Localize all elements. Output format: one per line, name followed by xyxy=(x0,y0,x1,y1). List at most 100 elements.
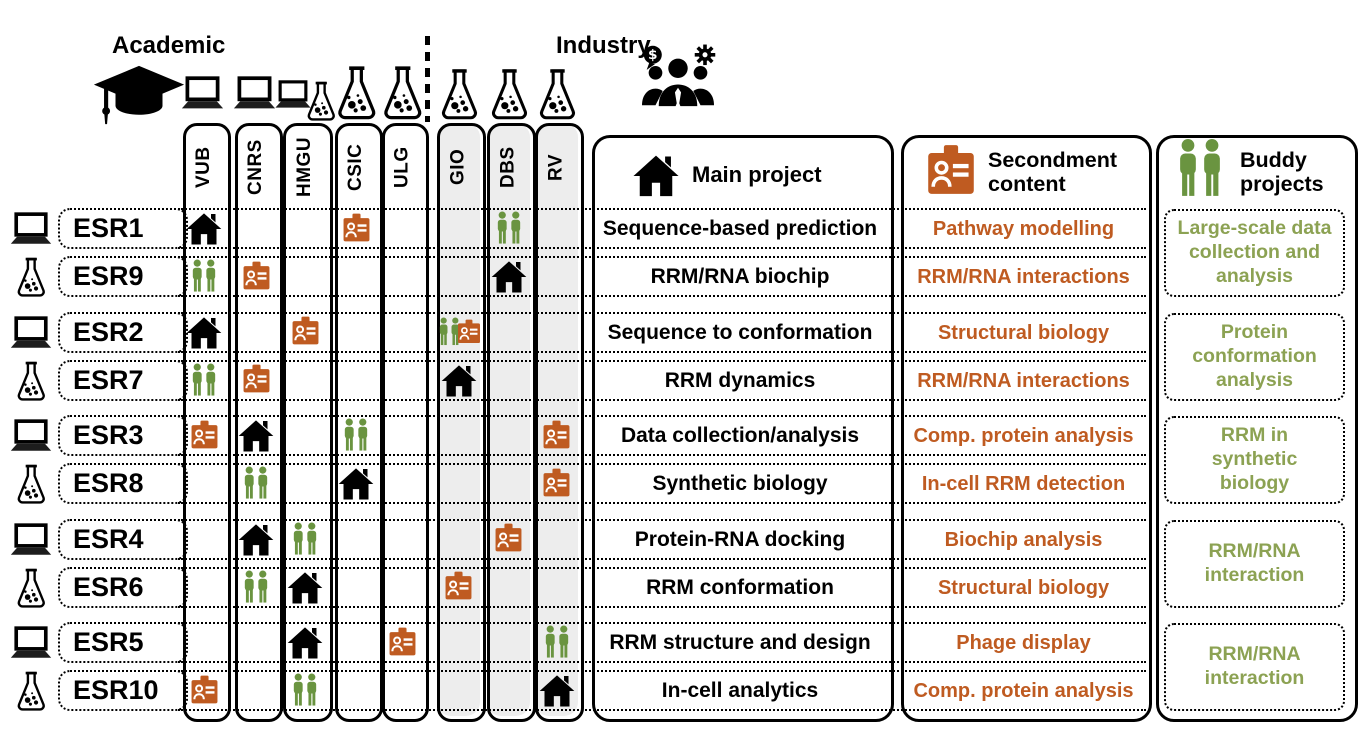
secondment-text-ESR2: Structural biology xyxy=(937,321,1110,344)
row-band-ESR7 xyxy=(178,360,1146,401)
esr-label-ESR6: ESR6 xyxy=(58,567,188,608)
main-project-text-ESR5: RRM structure and design xyxy=(609,631,871,654)
marker-secondment-ESR1-CSIC xyxy=(340,213,373,243)
esr-label-ESR10: ESR10 xyxy=(58,670,188,711)
buddy-project-label-4: RRM/RNA interaction xyxy=(1204,540,1305,586)
main-project-text-ESR6: RRM conformation xyxy=(646,576,834,599)
marker-secondment-ESR9-CNRS xyxy=(240,261,273,291)
buddy-project-box-2: Protein conformation analysis xyxy=(1164,313,1345,401)
column-pill-GIO xyxy=(437,123,486,722)
marker-secondment-ESR4-DBS xyxy=(492,523,525,553)
column-pill-DBS xyxy=(487,123,536,722)
column-discipline-flask-HMGU xyxy=(300,80,342,122)
marker-secondment-ESR2-GIO xyxy=(455,319,483,344)
row-band-ESR8 xyxy=(178,463,1146,504)
marker-buddy-ESR2-GIO xyxy=(434,317,465,346)
row-kind-flask-ESR8 xyxy=(8,463,54,505)
column-label-DBS: DBS xyxy=(497,146,519,188)
column-pill-VUB xyxy=(183,123,231,722)
row-kind-flask-ESR6 xyxy=(8,567,54,609)
row-band-ESR1 xyxy=(178,208,1146,249)
secondment-legend-title: Secondment content xyxy=(988,148,1118,196)
main-project-column-box xyxy=(592,135,894,722)
secondment-text-ESR3: Comp. protein analysis xyxy=(913,424,1134,447)
buddy-legend-title: Buddy projects xyxy=(1240,148,1324,196)
marker-buddy-ESR1-DBS xyxy=(491,211,527,244)
column-pill-RV xyxy=(535,123,584,722)
marker-main-ESR5-HMGU xyxy=(285,623,325,663)
marker-main-ESR4-CNRS xyxy=(236,520,276,560)
column-discipline-flask-GIO xyxy=(432,67,486,121)
home-icon xyxy=(630,150,682,202)
column-discipline-flask-RV xyxy=(530,67,584,121)
industry-group-icon: $ xyxy=(638,44,718,116)
column-discipline-laptop-HMGU xyxy=(273,80,313,110)
buddy-project-label-2: Protein conformation analysis xyxy=(1192,321,1317,391)
buddy-project-box-3: RRM in synthetic biology xyxy=(1164,416,1345,504)
marker-secondment-ESR2-HMGU xyxy=(289,316,322,346)
column-label-GIO: GIO xyxy=(447,148,469,186)
marker-secondment-ESR3-RV xyxy=(540,420,573,450)
graduation-cap-icon xyxy=(92,64,186,128)
column-background-RV xyxy=(535,123,578,716)
secondment-text-ESR1: Pathway modelling xyxy=(932,217,1115,240)
main-project-text-ESR3: Data collection/analysis xyxy=(620,424,860,447)
main-project-text-ESR8: Synthetic biology xyxy=(652,472,828,495)
column-pill-CSIC xyxy=(335,123,383,722)
marker-main-ESR8-CSIC xyxy=(336,464,376,504)
esr-label-ESR1: ESR1 xyxy=(58,208,188,249)
buddy-project-box-1: Large-scale data collection and analysis xyxy=(1164,209,1345,297)
column-pill-CNRS xyxy=(235,123,283,722)
column-discipline-laptop-VUB xyxy=(179,76,226,112)
main-project-text-ESR1: Sequence-based prediction xyxy=(602,217,878,240)
secondment-column-box xyxy=(901,135,1152,722)
main-project-text-ESR2: Sequence to conformation xyxy=(607,321,873,344)
id-badge-icon xyxy=(922,144,980,196)
column-pill-HMGU xyxy=(283,123,333,722)
esr-label-ESR7: ESR7 xyxy=(58,360,188,401)
marker-main-ESR6-HMGU xyxy=(285,568,325,608)
row-band-ESR3 xyxy=(178,415,1146,456)
industry-section-label: Industry xyxy=(556,32,651,59)
esr-label-ESR8: ESR8 xyxy=(58,463,188,504)
row-band-ESR10 xyxy=(178,670,1146,711)
esr-label-ESR3: ESR3 xyxy=(58,415,188,456)
buddy-project-label-3: RRM in synthetic biology xyxy=(1211,424,1298,494)
marker-buddy-ESR3-CSIC xyxy=(338,418,374,451)
row-kind-laptop-ESR4 xyxy=(8,519,54,561)
row-kind-laptop-ESR3 xyxy=(8,415,54,457)
esr-label-ESR2: ESR2 xyxy=(58,312,188,353)
buddy-project-box-5: RRM/RNA interaction xyxy=(1164,623,1345,711)
row-kind-laptop-ESR1 xyxy=(8,208,54,250)
row-band-ESR2 xyxy=(178,312,1146,353)
marker-main-ESR7-GIO xyxy=(439,361,479,401)
buddy-project-label-1: Large-scale data collection and analysis xyxy=(1177,217,1332,287)
buddy-project-box-4: RRM/RNA interaction xyxy=(1164,520,1345,608)
marker-buddy-ESR8-CNRS xyxy=(238,466,274,499)
marker-main-ESR1-VUB xyxy=(184,209,224,249)
academic-section-label: Academic xyxy=(112,32,226,59)
secondment-text-ESR7: RRM/RNA interactions xyxy=(917,369,1130,392)
secondment-text-ESR4: Biochip analysis xyxy=(944,528,1103,551)
main-project-text-ESR7: RRM dynamics xyxy=(664,369,816,392)
marker-buddy-ESR7-VUB xyxy=(186,363,222,396)
marker-secondment-ESR3-VUB xyxy=(188,420,221,450)
row-kind-flask-ESR7 xyxy=(8,360,54,402)
academic-industry-divider xyxy=(425,36,430,122)
marker-buddy-ESR4-HMGU xyxy=(287,522,323,555)
marker-main-ESR9-DBS xyxy=(489,257,529,297)
column-pill-ULG xyxy=(382,123,429,722)
svg-text:$: $ xyxy=(648,47,658,63)
column-label-HMGU: HMGU xyxy=(294,136,315,198)
column-discipline-flask-CSIC xyxy=(328,64,385,121)
esr-label-ESR5: ESR5 xyxy=(58,622,188,663)
column-background-DBS xyxy=(487,123,530,716)
marker-secondment-ESR8-RV xyxy=(540,468,573,498)
marker-secondment-ESR5-ULG xyxy=(386,627,419,657)
main-project-text-ESR4: Protein-RNA docking xyxy=(634,528,846,551)
row-band-ESR6 xyxy=(178,567,1146,608)
column-label-RV: RV xyxy=(545,153,567,181)
row-band-ESR5 xyxy=(178,622,1146,663)
marker-buddy-ESR9-VUB xyxy=(186,259,222,292)
